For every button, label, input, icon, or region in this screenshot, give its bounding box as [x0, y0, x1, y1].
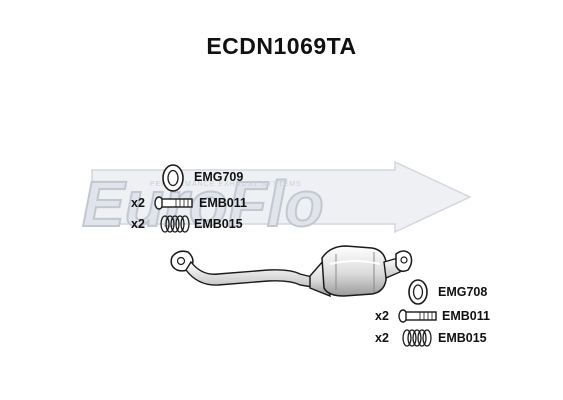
part-number-title: ECDN1069TA: [206, 33, 357, 59]
catalytic-converter-pipe-icon: [170, 245, 413, 298]
eurofl-arrow-watermark: [91, 160, 472, 234]
part-code-label: EMB011: [442, 309, 490, 323]
part-quantity-label: x2: [131, 196, 145, 210]
gasket-ring-icon: [408, 279, 428, 305]
part-quantity-label: x2: [131, 217, 145, 231]
watermark-tagline: PERFORMANCE EXHAUST SYSTEMS: [150, 181, 302, 188]
watermark-logo-text: EuroFlo: [82, 168, 324, 240]
part-code-label: EMB011: [199, 196, 247, 210]
part-quantity-label: x2: [375, 309, 389, 323]
part-code-label: EMG708: [438, 285, 488, 299]
part-code-label: EMB015: [194, 217, 243, 231]
spring-icon: [160, 215, 190, 233]
part-code-label: EMB015: [438, 331, 487, 345]
gasket-ring-icon: [162, 164, 184, 192]
spring-icon: [402, 329, 432, 347]
part-quantity-label: x2: [375, 331, 389, 345]
part-code-label: EMG709: [194, 170, 244, 184]
bolt-icon: [398, 309, 437, 323]
euroflo-logo-watermark: EuroFlo PERFORMANCE EXHAUST SYSTEMS: [81, 167, 325, 241]
bolt-icon: [154, 196, 193, 210]
